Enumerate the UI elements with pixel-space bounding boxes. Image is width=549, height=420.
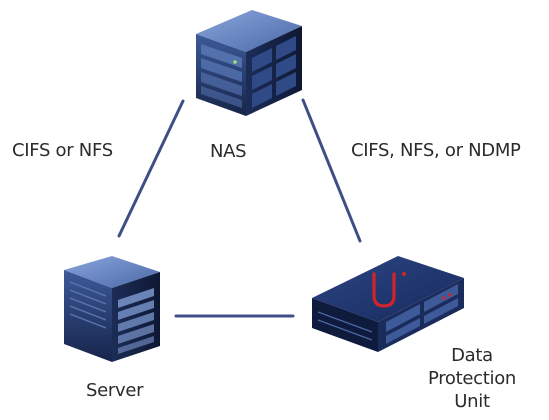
nas-label: NAS <box>210 141 247 162</box>
data-protection-unit-icon <box>312 256 464 352</box>
data-protection-unit-label: Data Protection Unit <box>427 345 517 412</box>
server-label: Server <box>86 380 144 401</box>
dpu-logo-icon <box>372 272 406 308</box>
link-server-nas <box>117 99 185 238</box>
nas-dpu-protocol-label: CIFS, NFS, or NDMP <box>351 140 521 161</box>
link-nas-dpu <box>301 98 362 243</box>
nas-device-icon <box>196 10 302 116</box>
server-nas-protocol-label: CIFS or NFS <box>12 140 113 161</box>
server-device-icon <box>64 256 160 362</box>
